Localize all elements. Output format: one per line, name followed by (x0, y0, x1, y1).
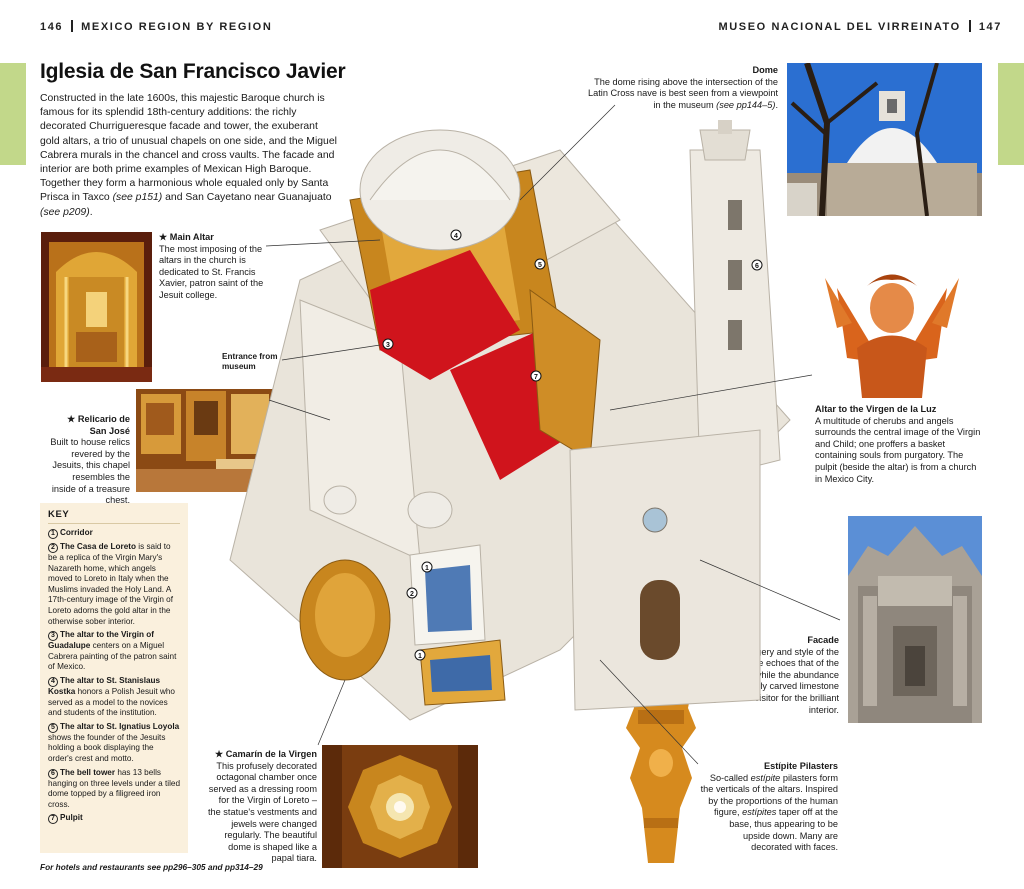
key-item-title: The Casa de Loreto (60, 542, 136, 551)
callout-em: estípites (742, 807, 777, 818)
key-item-title: Pulpit (60, 813, 83, 823)
key-item-title: The altar to St. Ignatius Loyola (60, 721, 180, 731)
key-number-badge: 4 (48, 676, 58, 687)
dome-photo (787, 63, 982, 216)
key-item-title: The bell tower (60, 767, 116, 777)
callout-title: Altar to the Virgen de la Luz (815, 404, 937, 414)
intro-text: and San Cayetano near Guanajuato (162, 192, 332, 204)
callout-title: Facade (807, 635, 839, 645)
svg-text:1: 1 (418, 653, 422, 660)
right-thumb-tab (998, 63, 1024, 165)
footer-note: For hotels and restaurants see pp296–305… (40, 862, 263, 872)
estipite-photo (622, 688, 700, 863)
svg-text:5: 5 (538, 262, 542, 269)
callout-body: The most imposing of the altars in the c… (159, 243, 264, 300)
key-item-title: Corridor (60, 528, 93, 537)
angel-photo (807, 268, 977, 398)
header-divider (968, 20, 971, 32)
main-altar-photo (41, 232, 152, 382)
svg-text:1: 1 (425, 565, 429, 572)
svg-text:3: 3 (386, 342, 390, 349)
callout-body: A multitude of cherubs and angels surrou… (815, 415, 981, 484)
left-page-number: 146 (40, 21, 64, 33)
intro-text: Constructed in the late 1600s, this maje… (40, 93, 337, 204)
key-number-badge: 6 (48, 768, 58, 779)
left-section-title: MEXICO REGION BY REGION (81, 21, 273, 33)
callout-title: ★ Relicario de San José (67, 414, 130, 436)
callout-body: taper off at the base, thus appearing to… (729, 807, 838, 853)
callout-title: Dome (752, 65, 778, 75)
callout-body: pilasters form the verticals of the alta… (700, 772, 838, 818)
key-item-text: honors a Polish Jesuit who served as a m… (48, 686, 175, 718)
callout-title: Estípite Pilasters (763, 761, 838, 771)
key-item-text: is said to be a replica of the Virgin Ma… (48, 542, 174, 626)
callout-body: Built to house relics revered by the Jes… (50, 437, 130, 506)
callout-body: The imagery and style of the frontispiec… (700, 646, 839, 715)
relicario-callout: ★ Relicario de San José Built to house r… (48, 414, 130, 507)
key-number-badge: 5 (48, 722, 58, 733)
key-item-title: The altar to the Virgin of Guadalupe (48, 630, 155, 651)
facade-photo (848, 516, 982, 723)
svg-text:6: 6 (755, 263, 759, 270)
entrance-label: Entrance from museum (222, 352, 278, 371)
callout-body: The dome rising above the intersection o… (588, 76, 778, 110)
key-number-badge: 1 (48, 529, 58, 539)
camarin-photo (322, 745, 478, 868)
svg-text:7: 7 (534, 374, 538, 381)
key-item-text: centers on a Miguel Cabrera painting of … (48, 641, 177, 672)
key-number-badge: 2 (48, 543, 58, 553)
intro-paragraph: Constructed in the late 1600s, this maje… (40, 92, 340, 220)
callout-title: ★ Main Altar (159, 232, 214, 242)
right-section-title: MUSEO NACIONAL DEL VIRREINATO (718, 21, 961, 33)
key-item-text: shows the founder of the Jesuits holding… (48, 732, 166, 763)
camarin-callout: ★ Camarín de la Virgen This profusely de… (205, 749, 317, 865)
page-title: Iglesia de San Francisco Javier (40, 60, 346, 83)
main-altar-callout: ★ Main Altar The most imposing of the al… (159, 232, 271, 302)
relicario-photo (136, 389, 273, 492)
left-running-header: 146 MEXICO REGION BY REGION (40, 20, 272, 33)
key-title: KEY (48, 509, 180, 524)
right-page-number: 147 (978, 21, 1002, 33)
key-number-badge: 3 (48, 631, 58, 642)
key-number-badge: 7 (48, 814, 58, 825)
intro-text: . (89, 206, 93, 218)
callout-body: This profusely decorated octagonal chamb… (207, 760, 317, 864)
key-item-text: has 13 bells hanging on three levels und… (48, 767, 181, 809)
estipite-callout: Estípite Pilasters So-called estípite pi… (700, 761, 838, 854)
dome-callout: Dome The dome rising above the intersect… (580, 65, 778, 111)
right-running-header: MUSEO NACIONAL DEL VIRREINATO 147 (718, 20, 1002, 33)
callout-ref: (see pp144–5) (716, 99, 776, 110)
callout-title: ★ Camarín de la Virgen (214, 749, 317, 759)
svg-text:2: 2 (410, 591, 414, 598)
virgen-luz-callout: Altar to the Virgen de la Luz A multitud… (815, 404, 985, 485)
callout-em: estípite (750, 772, 781, 783)
svg-text:4: 4 (454, 233, 458, 240)
facade-callout: Facade The imagery and style of the fron… (700, 635, 839, 716)
key-item-title: The altar to St. Stanislaus Kostka (48, 675, 161, 696)
intro-ref: (see p209) (40, 206, 90, 218)
callout-body: . (775, 99, 778, 110)
left-thumb-tab (0, 63, 26, 165)
callout-body: So-called (709, 772, 751, 783)
header-divider (71, 20, 74, 32)
intro-ref: (see p151) (112, 192, 163, 204)
